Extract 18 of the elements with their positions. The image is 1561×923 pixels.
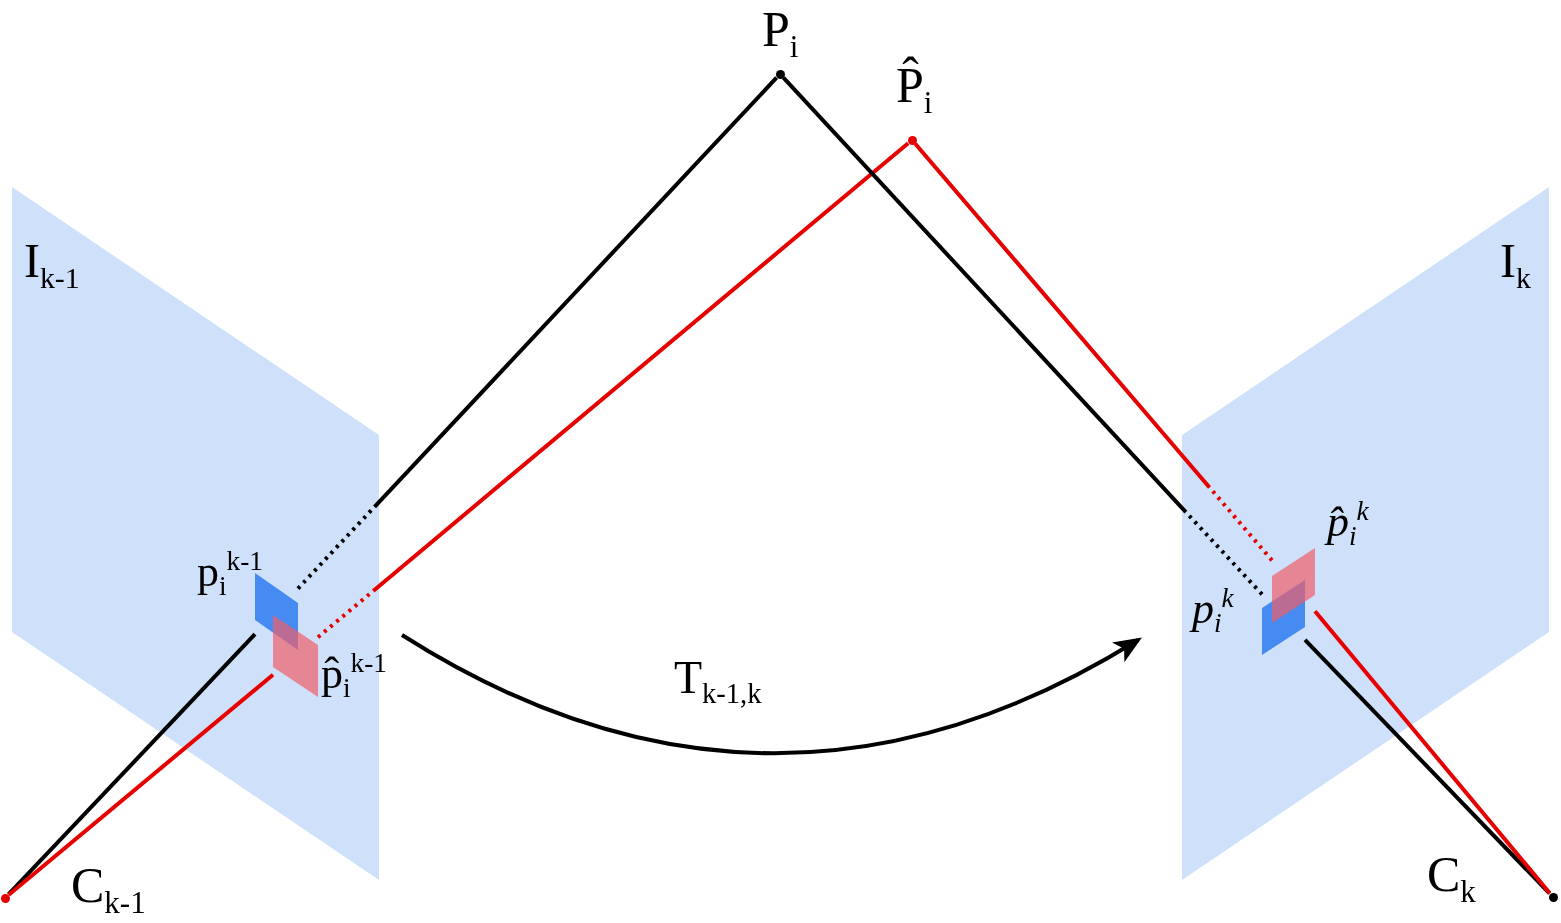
point-dot — [907, 135, 917, 145]
point-label: C$_{k}$ — [1427, 849, 1476, 907]
plane-label: I$_{k}$ — [1500, 237, 1531, 293]
projection-ray — [781, 76, 1264, 596]
point-dot — [775, 69, 785, 79]
projection-ray — [316, 141, 910, 639]
point-label: C$_{k-1}$ — [71, 860, 146, 918]
projection-ray — [296, 76, 779, 590]
curved-arrow — [401, 633, 1143, 756]
point-label: P$_{i}$ — [762, 4, 799, 62]
projection-ray — [913, 142, 1274, 562]
projection-ray — [7, 632, 257, 896]
image-patch — [1272, 548, 1315, 623]
projection-ray — [7, 673, 275, 897]
point-dot — [1548, 892, 1558, 902]
plane-label: I$_{k-1}$ — [24, 237, 80, 293]
image-patch — [273, 615, 318, 697]
point-dot — [0, 893, 10, 903]
